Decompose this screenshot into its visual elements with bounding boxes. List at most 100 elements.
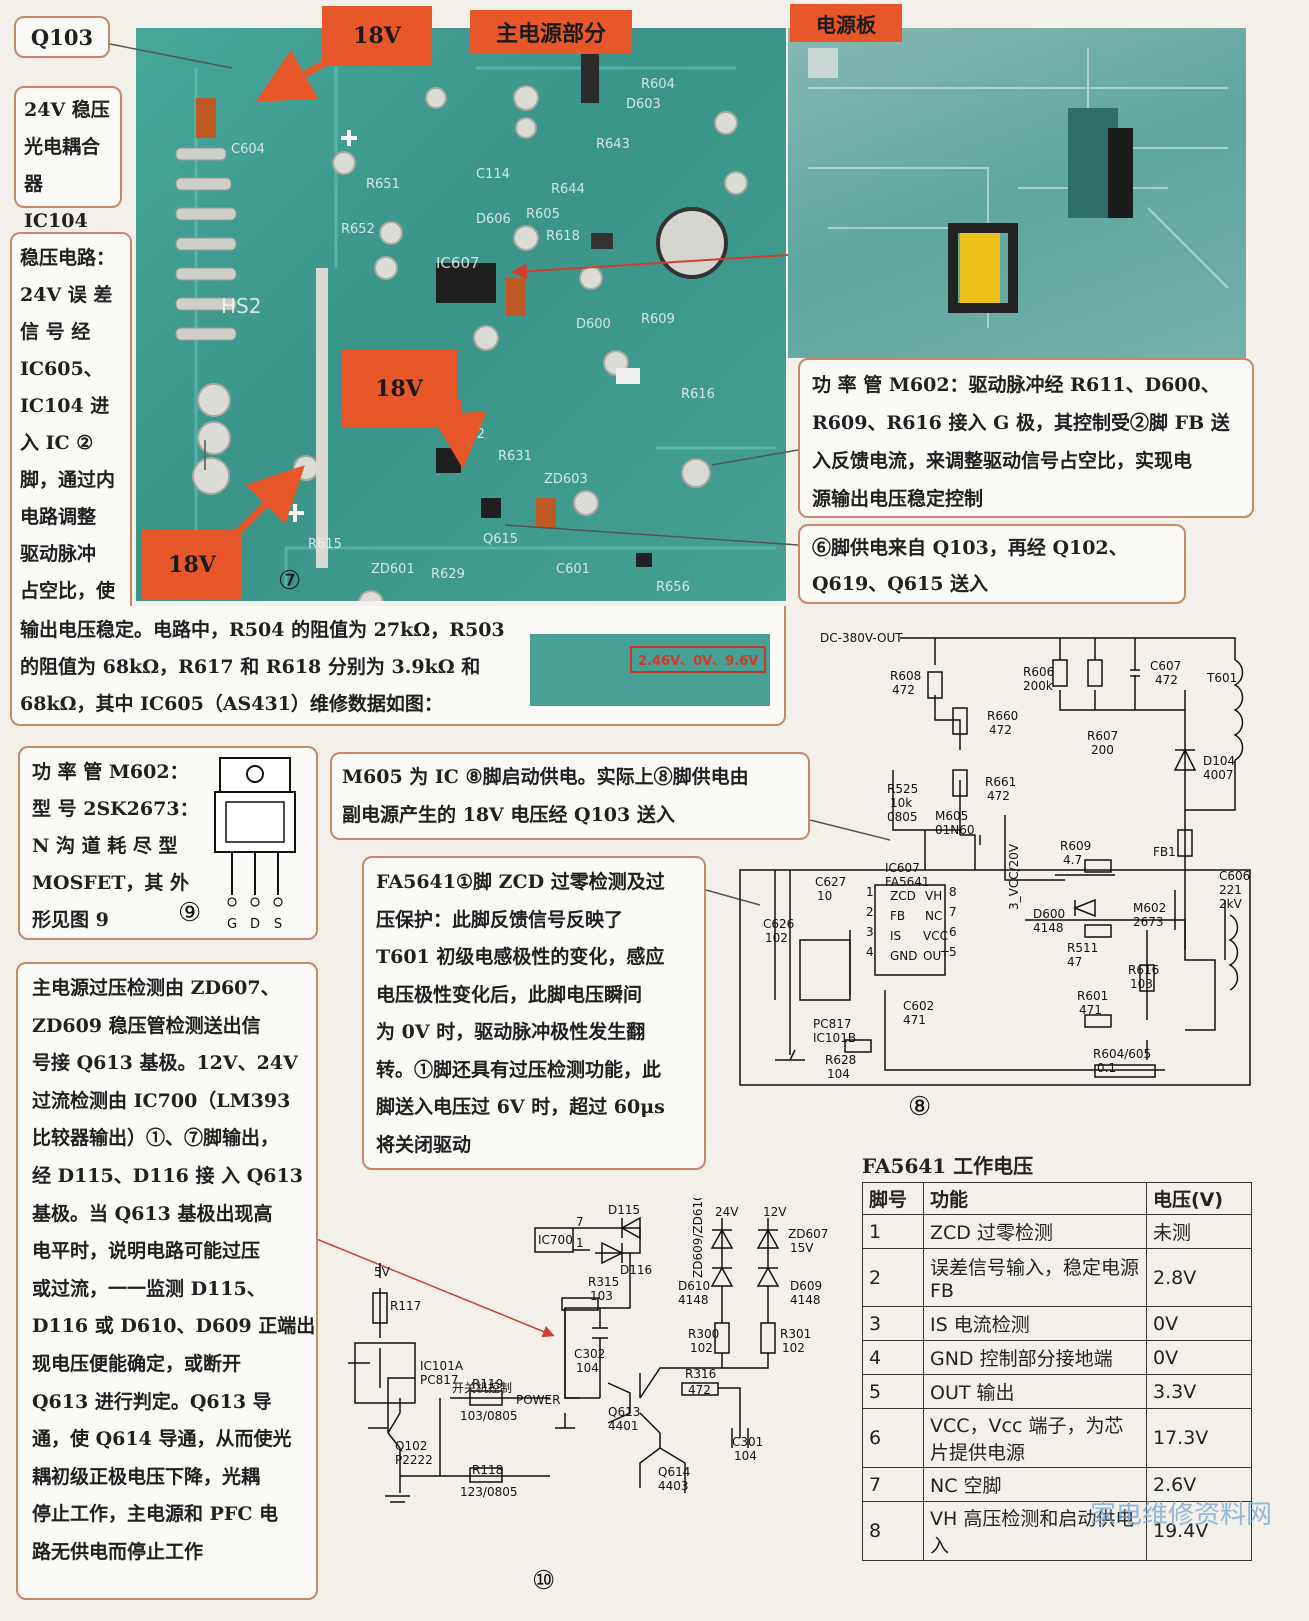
svg-text:M605: M605	[935, 809, 968, 823]
svg-text:3_VCC/20V: 3_VCC/20V	[1007, 843, 1021, 910]
svg-text:R609: R609	[641, 312, 675, 327]
svg-text:C302: C302	[574, 1347, 605, 1361]
svg-text:IC101B: IC101B	[813, 1031, 856, 1045]
svg-text:VH: VH	[925, 889, 942, 903]
svg-text:R616: R616	[681, 387, 715, 402]
svg-text:ZD603: ZD603	[544, 472, 588, 487]
svg-text:102: 102	[782, 1341, 805, 1355]
svg-text:R117: R117	[390, 1299, 421, 1313]
schematic-10: IC700 7 1 D115 D116 24V 12V ZD609/ZD610 …	[348, 1198, 828, 1503]
tag-18v-top: 18V	[322, 6, 432, 66]
svg-text:ZD601: ZD601	[371, 562, 415, 577]
svg-text:R525: R525	[887, 782, 918, 796]
figure-10-number: ⑩	[532, 1566, 556, 1596]
svg-text:PC817: PC817	[420, 1373, 459, 1387]
svg-text:R615: R615	[308, 537, 342, 552]
svg-text:0805: 0805	[887, 810, 918, 824]
svg-text:C607: C607	[1150, 659, 1181, 673]
svg-text:R652: R652	[341, 222, 375, 237]
svg-text:472: 472	[987, 789, 1010, 803]
svg-text:R609: R609	[1060, 839, 1091, 853]
svg-text:R656: R656	[656, 580, 690, 595]
svg-text:472: 472	[892, 683, 915, 697]
table-header-row: 脚号 功能 电压(V)	[862, 1182, 1252, 1215]
svg-text:12V: 12V	[763, 1205, 787, 1219]
power-board-traces	[808, 48, 1229, 328]
svg-text:4403: 4403	[658, 1479, 689, 1493]
pin-g-label: G	[227, 917, 237, 932]
svg-text:200: 200	[1091, 743, 1114, 757]
svg-text:5V: 5V	[374, 1265, 391, 1279]
svg-text:FB: FB	[890, 909, 905, 923]
svg-text:VCC: VCC	[923, 929, 948, 943]
svg-text:C606: C606	[1219, 869, 1250, 883]
svg-text:T601: T601	[1206, 671, 1237, 685]
svg-text:Q102: Q102	[395, 1439, 427, 1453]
svg-text:8: 8	[949, 885, 957, 899]
svg-text:C301: C301	[732, 1435, 763, 1449]
header-voltage: 电压(V)	[1146, 1182, 1252, 1215]
power-board-photo	[788, 28, 1246, 358]
svg-text:D609: D609	[790, 1279, 822, 1293]
svg-text:200k: 200k	[1023, 679, 1053, 693]
svg-text:R605: R605	[526, 207, 560, 222]
tag-18v-bottom: 18V	[142, 530, 242, 600]
svg-text:24V: 24V	[715, 1205, 739, 1219]
ic605-voltages: 2.46V、0V、9.6V	[630, 646, 767, 673]
svg-text:R315: R315	[588, 1275, 619, 1289]
svg-text:102: 102	[765, 931, 788, 945]
figure-9-number: ⑨	[178, 898, 202, 928]
svg-text:123/0805: 123/0805	[460, 1485, 518, 1499]
svg-text:4148: 4148	[1033, 921, 1064, 935]
svg-text:FA5641: FA5641	[885, 875, 930, 889]
m605-note: M605 为 IC ⑧脚启动供电。实际上⑧脚供电由 副电源产生的 18V 电压经…	[330, 752, 810, 840]
svg-text:5: 5	[949, 945, 957, 959]
svg-text:10: 10	[817, 889, 832, 903]
svg-text:104: 104	[734, 1449, 757, 1463]
header-function: 功能	[923, 1182, 1147, 1215]
svg-text:R644: R644	[551, 182, 585, 197]
svg-text:Q614: Q614	[658, 1465, 690, 1479]
svg-text:4148: 4148	[790, 1293, 821, 1307]
svg-text:C114: C114	[476, 167, 510, 182]
svg-text:R119: R119	[472, 1377, 503, 1391]
m602-drive-note: 功 率 管 M602：驱动脉冲经 R611、D600、 R609、R616 接入…	[798, 358, 1254, 518]
svg-text:103: 103	[590, 1289, 613, 1303]
svg-text:1: 1	[866, 885, 874, 899]
svg-text:C602: C602	[903, 999, 934, 1013]
svg-text:4148: 4148	[678, 1293, 709, 1307]
svg-text:D610: D610	[678, 1279, 710, 1293]
svg-text:GND: GND	[890, 949, 918, 963]
svg-text:R316: R316	[685, 1367, 716, 1381]
svg-text:R118: R118	[472, 1463, 503, 1477]
svg-text:D600: D600	[576, 317, 611, 332]
ic104-note: 24V 稳压 光电耦合 器 IC104	[14, 86, 122, 232]
ic605-inset-photo: 2.46V、0V、9.6V	[530, 634, 770, 706]
svg-text:IC607: IC607	[885, 861, 920, 875]
svg-text:OUT: OUT	[923, 949, 949, 963]
q103-label-box: Q103	[14, 16, 110, 58]
svg-text:471: 471	[903, 1013, 926, 1027]
svg-text:7: 7	[949, 905, 957, 919]
svg-text:D603: D603	[626, 97, 661, 112]
tag-18v-mid: 18V	[341, 350, 457, 428]
svg-text:472: 472	[1155, 673, 1178, 687]
svg-text:R300: R300	[688, 1327, 719, 1341]
svg-text:R601: R601	[1077, 989, 1108, 1003]
svg-text:D104: D104	[1203, 754, 1235, 768]
svg-text:POWER: POWER	[516, 1393, 560, 1407]
svg-text:R301: R301	[780, 1327, 811, 1341]
svg-text:ZCD: ZCD	[890, 889, 916, 903]
pin-s-label: S	[274, 917, 282, 932]
svg-text:104: 104	[827, 1067, 850, 1081]
svg-text:D115: D115	[608, 1203, 640, 1217]
svg-text:7: 7	[576, 1215, 584, 1229]
tag-power-board: 电源板	[790, 4, 902, 42]
svg-text:NC: NC	[925, 909, 942, 923]
